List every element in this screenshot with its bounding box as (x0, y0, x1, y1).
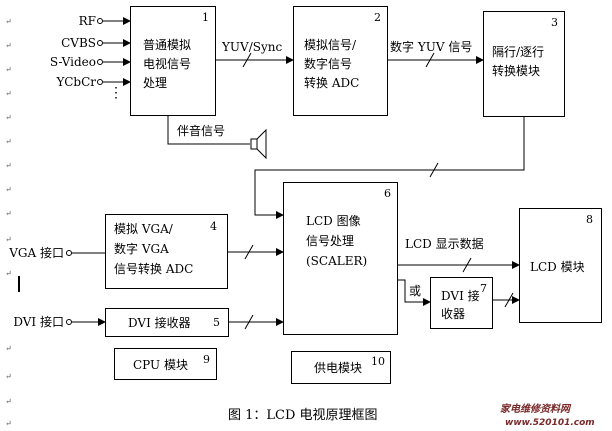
dvi-port-label: DVI 接口 (13, 315, 64, 329)
margin-mark: ↵ (5, 113, 12, 122)
block-adc: 2 模拟信号/ 数字信号 转换 ADC (293, 6, 388, 116)
block-number: 8 (586, 213, 593, 226)
block-power: 10 供电模块 (291, 351, 391, 384)
block-line: 信号转换 ADC (114, 262, 194, 276)
block-line: 隔行/逐行 (492, 45, 545, 59)
block-line: LCD 图像 (306, 214, 361, 228)
block-number: 4 (210, 220, 217, 233)
block-line: 电视信号 (143, 57, 192, 71)
block-line: 转换 ADC (304, 76, 360, 90)
block-line: 收器 (441, 307, 466, 321)
block-line: (SCALER) (306, 254, 368, 268)
margin-mark: ↵ (5, 89, 12, 98)
rf-label: RF (78, 14, 96, 28)
block-number: 6 (384, 187, 391, 200)
block-line: 信号处理 (306, 234, 355, 248)
ycbcr-label: YCbCr (56, 75, 97, 89)
svideo-label: S-Video (49, 55, 96, 69)
margin-mark: ↵ (5, 372, 12, 381)
block-dvi-receiver: 5 DVI 接收器 (105, 308, 229, 337)
margin-mark: ↵ (5, 235, 12, 244)
margin-mark: ↵ (5, 344, 12, 353)
rf-port-icon (97, 18, 103, 24)
dvi-port-icon (66, 319, 72, 325)
block-line: 处理 (143, 76, 168, 90)
block-number: 3 (551, 16, 558, 29)
margin-mark: ↵ (5, 161, 12, 170)
vga-port-icon (66, 250, 72, 256)
block-number: 7 (480, 282, 487, 295)
cursor-mark (18, 276, 20, 292)
margin-mark: ↵ (5, 185, 12, 194)
block-dvi-transmitter: 7 DVI 接 收器 (430, 277, 493, 329)
block-number: 10 (371, 355, 385, 368)
audio-line (167, 116, 250, 145)
svideo-port-icon (97, 59, 103, 65)
block-number: 9 (203, 353, 210, 366)
margin-mark: ↵ (5, 269, 12, 278)
block-scaler: 6 LCD 图像 信号处理 (SCALER) (283, 182, 398, 335)
block-line: 数字 VGA (114, 242, 169, 256)
figure-caption: 图 1：LCD 电视原理框图 (228, 408, 378, 423)
margin-mark: ↵ (5, 65, 12, 74)
block-line: 数字信号 (304, 57, 353, 71)
block-analog-tv-processing: 1 普通模拟 电视信号 处理 (130, 6, 216, 116)
vga-port-label: VGA 接口 (9, 246, 64, 260)
margin-mark: ↵ (5, 41, 12, 50)
block-vga-adc: 4 模拟 VGA/ 数字 VGA 信号转换 ADC (105, 214, 228, 289)
scaler-to-dvi-tx-line (398, 279, 431, 306)
margin-mark: ↵ (5, 137, 12, 146)
block-lcd-module: 8 LCD 模块 (519, 208, 602, 323)
or-label: 或 (409, 284, 422, 298)
margin-mark: ↵ (5, 17, 12, 26)
margin-mark: ↵ (5, 419, 12, 428)
block-line: 普通模拟 (143, 38, 192, 52)
margin-mark: ↵ (5, 209, 12, 218)
watermark-title: 家电维修资料网 (500, 404, 570, 415)
block-number: 1 (202, 11, 209, 24)
block-line: DVI 接收器 (128, 316, 191, 330)
audio-label: 伴音信号 (177, 124, 226, 138)
margin-mark: ↵ (5, 397, 12, 406)
block-number: 2 (374, 11, 381, 24)
block-line: DVI 接 (441, 289, 480, 303)
block-line: CPU 模块 (133, 358, 188, 372)
block-line: 供电模块 (314, 361, 363, 375)
block-line: 转换模块 (492, 64, 541, 78)
block-deinterlace: 3 隔行/逐行 转换模块 (483, 11, 565, 117)
block-line: LCD 模块 (530, 260, 585, 274)
watermark-url: www.520101.com (505, 418, 595, 428)
lcd-data-label: LCD 显示数据 (405, 237, 484, 251)
cvbs-port-icon (97, 40, 103, 46)
deint-to-scaler-line (254, 117, 525, 219)
digital-yuv-label: 数字 YUV 信号 (390, 40, 473, 54)
ycbcr-port-icon (97, 79, 103, 85)
cvbs-label: CVBS (61, 36, 96, 50)
yuv-sync-label: YUV/Sync (222, 40, 283, 54)
block-number: 5 (213, 316, 220, 329)
more-inputs-ellipsis: ⋮ (109, 85, 123, 101)
speaker-icon (250, 138, 258, 150)
block-line: 模拟 VGA/ (114, 222, 173, 236)
block-cpu: 9 CPU 模块 (114, 348, 217, 380)
block-line: 模拟信号/ (304, 38, 357, 52)
